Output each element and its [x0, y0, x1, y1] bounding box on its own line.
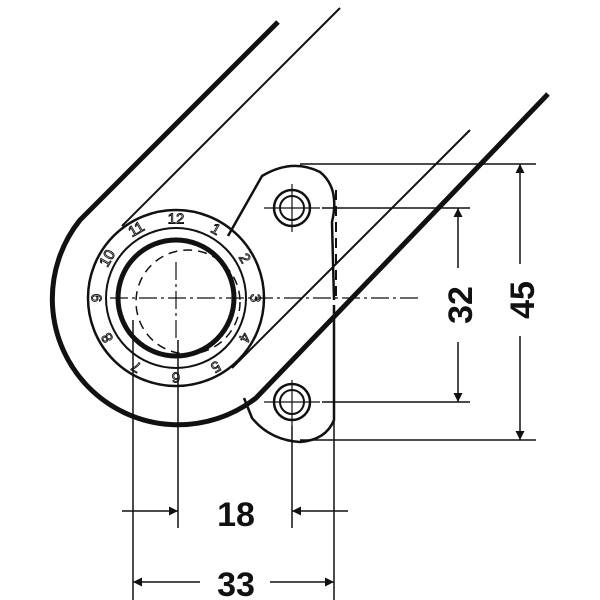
arm-inner-edge-upper: [121, 7, 341, 227]
lower-mounting-hole: [264, 380, 320, 426]
dimension-offset-small-label: 18: [217, 496, 255, 534]
bore-hidden-circle: [135, 249, 241, 355]
extension-lines: [132, 163, 536, 600]
dimension-offset-small: 18: [122, 496, 348, 534]
dimension-hole-pitch-label: 32: [442, 286, 480, 324]
dial-number: 2: [235, 251, 254, 267]
dial-number: 8: [98, 330, 117, 346]
dial-number: 9: [89, 294, 106, 302]
dial-number: 5: [208, 357, 224, 376]
dial-number: 7: [129, 357, 145, 376]
dial-number: 11: [126, 218, 148, 241]
dial-number: 4: [235, 330, 254, 346]
arm-outline: [49, 20, 550, 428]
dimension-plate-height: 45: [504, 164, 542, 440]
mounting-plate-lower: [242, 305, 336, 444]
arm-inner-edge-lower: [231, 129, 471, 369]
upper-mounting-hole: [264, 184, 320, 232]
dial-number: 12: [168, 211, 185, 228]
dimension-offset-large-label: 33: [217, 566, 255, 600]
dial-number: 1: [208, 220, 224, 239]
dial-number: 6: [172, 369, 180, 386]
dial-number: 10: [96, 247, 119, 270]
dimension-hole-pitch: 32: [442, 208, 480, 402]
dimension-offset-large: 33: [133, 566, 334, 600]
dimension-plate-height-label: 45: [504, 281, 542, 319]
